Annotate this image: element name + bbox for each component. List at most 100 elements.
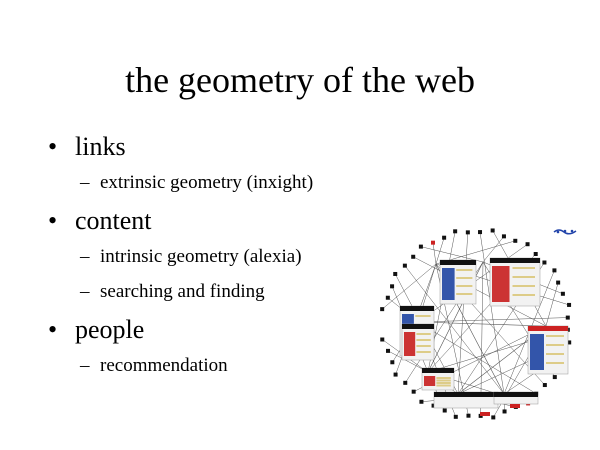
dash-glyph: – xyxy=(80,355,90,376)
graph-node xyxy=(418,244,423,249)
thumbnail-content xyxy=(530,334,544,370)
graph-node xyxy=(490,228,495,233)
graph-node xyxy=(567,340,572,345)
graph-node xyxy=(502,409,507,414)
graph-marker xyxy=(510,404,520,408)
thumbnail-text-line xyxy=(456,277,473,279)
thumbnail-content xyxy=(424,376,436,386)
sub-bullet-text: extrinsic geometry (inxight) xyxy=(100,172,314,193)
graph-node xyxy=(442,408,447,413)
thumbnail-text-line xyxy=(456,269,473,271)
graph-node xyxy=(390,284,395,289)
graph-node xyxy=(501,234,506,239)
graph-node xyxy=(556,280,561,285)
bullet-glyph: • xyxy=(48,132,58,161)
thumbnail-text-line xyxy=(416,339,431,341)
graph-node xyxy=(385,295,390,300)
graph-link xyxy=(457,232,469,395)
graph-link xyxy=(480,261,484,416)
graph-node xyxy=(552,268,557,273)
slide-title: the geometry of the web xyxy=(125,60,475,100)
sub-bullet-item: – recommendation xyxy=(48,354,378,378)
graph-node xyxy=(542,383,547,388)
thumbnail-text-line xyxy=(512,267,535,269)
graph-link xyxy=(404,265,505,395)
graph-node xyxy=(431,403,436,408)
thumbnail-content xyxy=(404,332,416,356)
graph-node xyxy=(478,230,483,235)
thumbnail-text-line xyxy=(415,315,431,317)
thumbnail-text-line xyxy=(416,351,431,353)
thumbnail-text-line xyxy=(436,377,451,379)
graph-link xyxy=(417,321,547,327)
graph-link xyxy=(432,242,437,265)
graph-node xyxy=(533,252,538,257)
graph-node xyxy=(565,315,570,320)
thumbnail-label-bar xyxy=(490,258,540,263)
graph-node xyxy=(491,415,496,420)
logo-icon xyxy=(553,229,577,235)
thumbnail-text-line xyxy=(436,382,451,384)
sub-bullet-text: recommendation xyxy=(100,355,228,376)
graph-node xyxy=(402,263,407,268)
graph-node xyxy=(411,389,416,394)
thumbnail-text-line xyxy=(512,276,535,278)
bullet-text: links xyxy=(75,132,126,161)
link-graph-image xyxy=(380,228,572,420)
graph-node xyxy=(453,229,458,234)
bullet-text: content xyxy=(75,206,152,235)
graph-node xyxy=(465,230,470,235)
dash-glyph: – xyxy=(80,281,90,302)
graph-node xyxy=(380,337,385,342)
sub-bullet-item: – searching and finding xyxy=(48,280,378,304)
graph-node xyxy=(542,260,547,265)
thumbnail-text-line xyxy=(546,362,564,364)
sub-bullet-item: – extrinsic geometry (inxight) xyxy=(48,171,378,195)
graph-link xyxy=(545,282,559,327)
sub-bullet-item: – intrinsic geometry (alexia) xyxy=(48,245,378,269)
graph-link xyxy=(479,232,505,395)
thumbnail-text-line xyxy=(512,285,535,287)
graph-node xyxy=(431,240,436,245)
bullet-item-people: • people xyxy=(48,315,378,345)
bullet-glyph: • xyxy=(48,315,58,344)
graph-node xyxy=(560,291,565,296)
graph-link xyxy=(382,263,437,310)
thumbnail-label-bar xyxy=(434,392,498,397)
dash-glyph: – xyxy=(80,246,90,267)
thumbnail-text-line xyxy=(436,384,451,387)
graph-link xyxy=(420,246,484,263)
bullet-list: • links – extrinsic geometry (inxight) •… xyxy=(48,132,378,389)
thumbnail-label-bar xyxy=(402,324,434,329)
graph-node xyxy=(393,372,398,377)
graph-link xyxy=(387,350,429,373)
graph-node xyxy=(386,348,391,353)
thumbnail-label-bar xyxy=(440,260,476,265)
thumbnail-label-bar xyxy=(494,392,538,397)
thumbnail-text-line xyxy=(546,344,564,346)
graph-node xyxy=(419,399,424,404)
bullet-item-links: • links xyxy=(48,132,378,162)
graph-link xyxy=(413,256,547,327)
thumbnail-text-line xyxy=(546,353,564,355)
graph-node xyxy=(552,375,557,380)
thumbnail-label-bar xyxy=(528,326,568,331)
bullet-item-content: • content xyxy=(48,206,378,236)
graph-node xyxy=(390,360,395,365)
graph-node xyxy=(525,242,530,247)
bullet-glyph: • xyxy=(48,206,58,235)
graph-link xyxy=(417,321,537,394)
sub-bullet-text: intrinsic geometry (alexia) xyxy=(100,246,302,267)
graph-node xyxy=(403,380,408,385)
thumbnail-text-line xyxy=(436,379,451,382)
thumbnail-text-line xyxy=(416,345,431,347)
bullet-text: people xyxy=(75,315,145,344)
sub-bullet-text: searching and finding xyxy=(100,281,265,302)
graph-node xyxy=(567,302,572,307)
dash-glyph: – xyxy=(80,172,90,193)
thumbnail-text-line xyxy=(456,285,473,287)
graph-node xyxy=(513,238,518,243)
thumbnail-text-line xyxy=(512,294,535,296)
thumbnail-content xyxy=(442,268,455,300)
